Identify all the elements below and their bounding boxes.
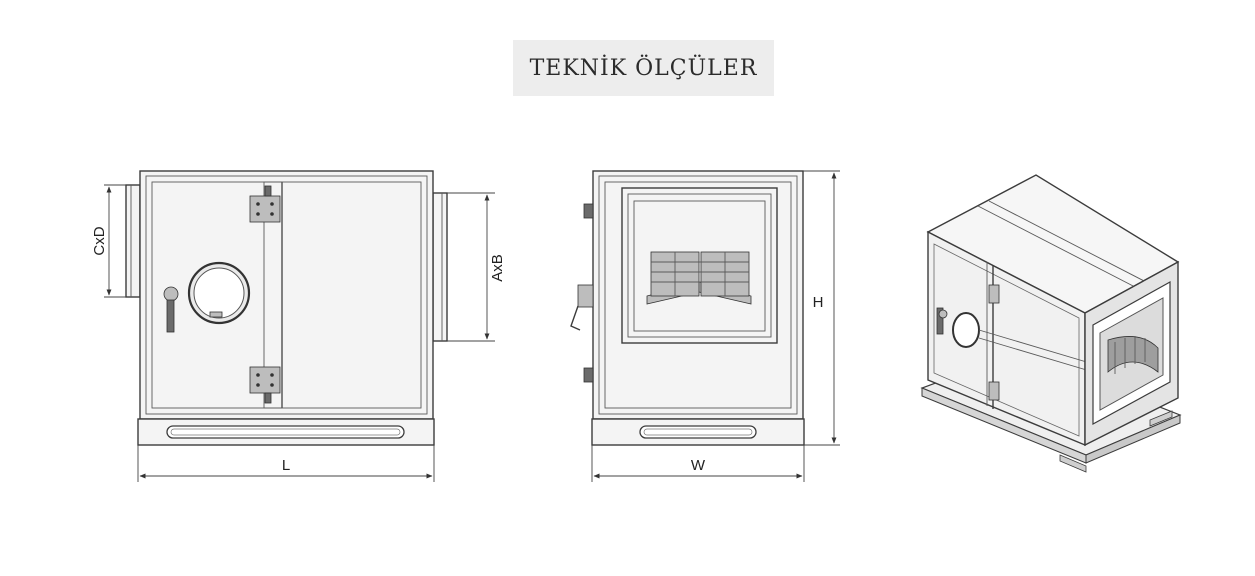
dimension-label-cxd: CxD xyxy=(91,226,108,255)
side-hinge-bottom xyxy=(583,367,594,383)
side-view xyxy=(570,170,805,446)
outlet-frame xyxy=(621,187,778,344)
dimension-label-h: H xyxy=(813,294,824,311)
title-banner: TEKNİK ÖLÇÜLER xyxy=(513,40,774,96)
dimension-label-l: L xyxy=(282,457,290,474)
isometric-view xyxy=(920,174,1182,473)
top-hinge xyxy=(249,195,281,223)
iso-window xyxy=(952,312,980,348)
page-title: TEKNİK ÖLÇÜLER xyxy=(529,55,758,81)
bottom-hinge xyxy=(249,366,281,394)
iso-hinge-bottom xyxy=(988,381,1000,401)
side-handle xyxy=(577,284,594,308)
iso-hinge-top xyxy=(988,284,1000,304)
right-duct-collar xyxy=(432,192,448,342)
left-duct-collar xyxy=(125,184,141,298)
iso-handle xyxy=(936,307,944,335)
front-dimensions xyxy=(104,184,495,482)
dimension-label-axb: AxB xyxy=(489,254,506,282)
iso-fan xyxy=(1107,336,1159,373)
side-dimensions xyxy=(591,170,840,482)
side-hinge-top xyxy=(583,203,594,219)
casing xyxy=(139,170,434,420)
dimension-label-w: W xyxy=(691,457,706,474)
front-view xyxy=(125,170,448,446)
door-handle xyxy=(163,286,179,302)
